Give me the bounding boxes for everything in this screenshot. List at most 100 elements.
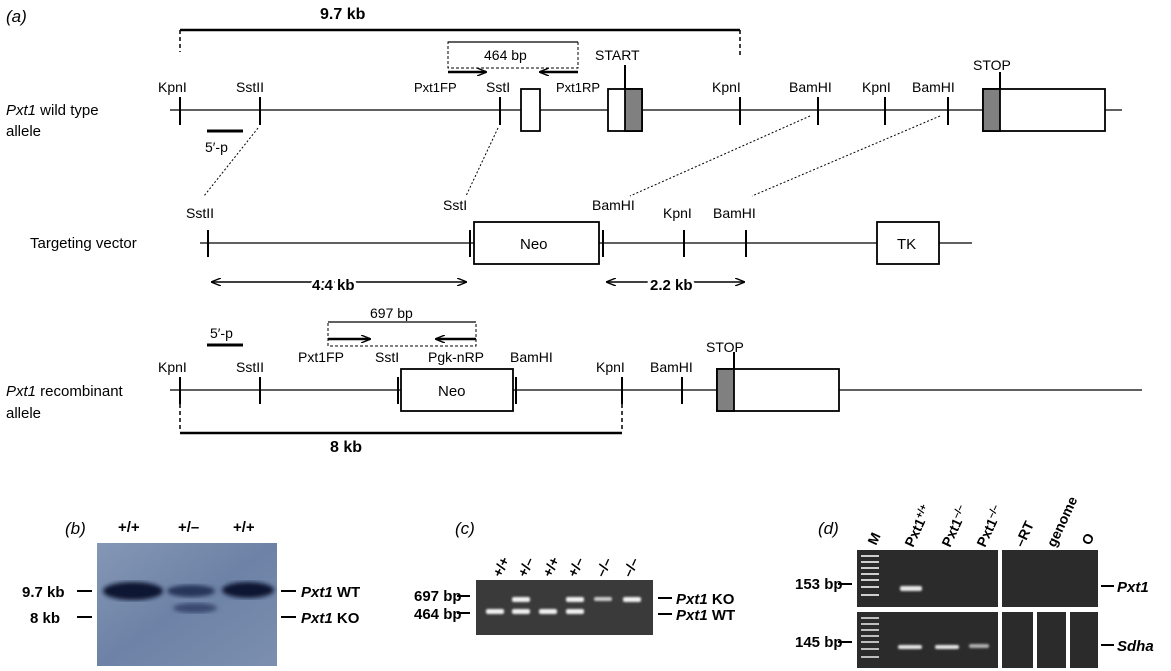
neo-cassette-vector <box>473 221 600 265</box>
svg-text:SstI: SstI <box>375 349 399 365</box>
lane-b-2: +/– <box>178 519 199 536</box>
panel-c: (c) +/+ +/– +/+ +/– –/– –/– 697 bp 464 b… <box>414 519 735 635</box>
svg-text:BamHI: BamHI <box>592 197 635 213</box>
pcr-gel <box>476 580 653 635</box>
rtpcr-gel-top-1 <box>857 550 998 607</box>
blot-band-wt-2 <box>167 585 215 597</box>
lane-c-2: +/– <box>514 554 537 579</box>
svg-text:BamHI: BamHI <box>510 349 553 365</box>
svg-text:KpnI: KpnI <box>158 359 187 375</box>
svg-text:Pxt1FP: Pxt1FP <box>298 349 344 365</box>
svg-text:5′-p: 5′-p <box>205 139 228 155</box>
rtpcr-gel-bottom-2 <box>1002 612 1033 668</box>
svg-text:Pxt1FP: Pxt1FP <box>414 80 457 95</box>
rtpcr-gel-bottom-3 <box>1037 612 1066 668</box>
lane-d-ko-2: Pxt1–/– <box>973 503 1006 550</box>
band-c-wt-label: Pxt1 WT <box>676 607 735 624</box>
band-b-ko-label: Pxt1 KO <box>301 610 360 627</box>
gel-c-band-wt-1 <box>486 609 504 614</box>
gel-c-band-ko-5 <box>594 597 612 601</box>
svg-text:BamHI: BamHI <box>789 79 832 95</box>
dist-2-2-label: 2.2 kb <box>650 277 693 294</box>
gel-c-band-wt-2 <box>512 609 530 614</box>
lane-c-1: +/+ <box>489 554 512 579</box>
svg-text:Neo: Neo <box>520 236 548 253</box>
svg-text:BamHI: BamHI <box>912 79 955 95</box>
svg-text:(d): (d) <box>818 519 839 538</box>
tk-cassette <box>876 221 940 265</box>
svg-text:(c): (c) <box>455 519 475 538</box>
lane-d-minus-rt: –RT <box>1011 518 1037 549</box>
lane-b-1: +/+ <box>118 519 140 536</box>
svg-text:TK: TK <box>897 236 916 253</box>
top-bracket-label: 9.7 kb <box>320 6 366 23</box>
panel-a: (a) 9.7 kb 464 bp Pxt1 wild type allele <box>6 6 1142 456</box>
svg-text:BamHI: BamHI <box>650 359 693 375</box>
gene-label-sdha: Sdha <box>1117 638 1154 655</box>
rec-exon-stop <box>716 368 840 412</box>
ladder-top <box>861 555 879 596</box>
panel-d: (d) M Pxt1+/+ Pxt1–/– Pxt1–/– –RT genome… <box>795 494 1154 668</box>
svg-text:8 kb: 8 kb <box>30 610 60 627</box>
svg-text:Pgk-nRP: Pgk-nRP <box>428 349 484 365</box>
targeting-vector-label: Targeting vector <box>30 235 137 252</box>
gel-c-band-ko-4 <box>566 597 584 602</box>
gel-d-band-sdha-1 <box>898 645 922 649</box>
gel-c-band-wt-4 <box>566 609 584 614</box>
ladder-bottom <box>861 617 879 658</box>
lane-d-wt: Pxt1+/+ <box>901 502 934 549</box>
svg-text:KpnI: KpnI <box>862 79 891 95</box>
lane-b-3: +/+ <box>233 519 255 536</box>
rtpcr-gel-top-2 <box>1002 550 1098 607</box>
band-b-wt-label: Pxt1 WT <box>301 584 360 601</box>
svg-text:START: START <box>595 47 640 63</box>
svg-text:Pxt1RP: Pxt1RP <box>556 80 600 95</box>
wt-exon-1 <box>520 88 541 132</box>
svg-text:SstI: SstI <box>486 79 510 95</box>
pcr-697-label: 697 bp <box>370 305 413 321</box>
lane-d-ko-1: Pxt1–/– <box>938 503 971 550</box>
lane-c-6: –/– <box>619 555 642 580</box>
svg-text:(b): (b) <box>65 519 86 538</box>
gel-c-band-ko-2 <box>512 597 530 602</box>
rtpcr-gel-bottom-1 <box>857 612 998 668</box>
rtpcr-gel-bottom-4 <box>1070 612 1098 668</box>
svg-text:153 bp: 153 bp <box>795 576 843 593</box>
svg-text:5′-p: 5′-p <box>210 325 233 341</box>
wt-exon-stop <box>982 88 1106 132</box>
svg-text:SstII: SstII <box>236 359 264 375</box>
gel-d-band-sdha-2 <box>935 645 959 649</box>
svg-text:allele: allele <box>6 405 41 422</box>
lane-c-5: –/– <box>592 555 615 580</box>
gel-d-band-pxt1-wt <box>900 586 922 591</box>
lane-d-genome: genome <box>1043 494 1080 550</box>
svg-text:STOP: STOP <box>973 57 1011 73</box>
svg-text:KpnI: KpnI <box>158 79 187 95</box>
svg-text:9.7 kb: 9.7 kb <box>22 584 65 601</box>
svg-text:allele: allele <box>6 123 41 140</box>
svg-text:145 bp: 145 bp <box>795 634 843 651</box>
svg-text:464 bp: 464 bp <box>414 606 462 623</box>
blot-band-wt-3 <box>222 582 274 598</box>
pcr-464-label: 464 bp <box>484 47 527 63</box>
panel-b: (b) +/+ +/– +/+ 9.7 kb 8 kb Pxt1 WT Pxt1… <box>22 519 360 666</box>
panel-a-label: (a) <box>6 7 27 26</box>
svg-text:BamHI: BamHI <box>713 205 756 221</box>
wt-allele-label: Pxt1 wild type <box>6 102 99 119</box>
svg-text:KpnI: KpnI <box>712 79 741 95</box>
blot-band-wt-1 <box>103 582 163 600</box>
gel-d-band-sdha-3 <box>969 644 989 648</box>
svg-text:697 bp: 697 bp <box>414 588 462 605</box>
svg-text:KpnI: KpnI <box>663 205 692 221</box>
svg-text:SstII: SstII <box>236 79 264 95</box>
svg-text:KpnI: KpnI <box>596 359 625 375</box>
lane-c-4: +/– <box>564 554 587 579</box>
svg-text:SstII: SstII <box>186 205 214 221</box>
band-c-ko-label: Pxt1 KO <box>676 591 735 608</box>
bottom-bracket-label: 8 kb <box>330 439 362 456</box>
lane-d-marker: M <box>864 530 883 547</box>
gel-c-band-wt-3 <box>539 609 557 614</box>
blot-band-ko <box>173 603 217 613</box>
lane-c-3: +/+ <box>539 554 562 579</box>
